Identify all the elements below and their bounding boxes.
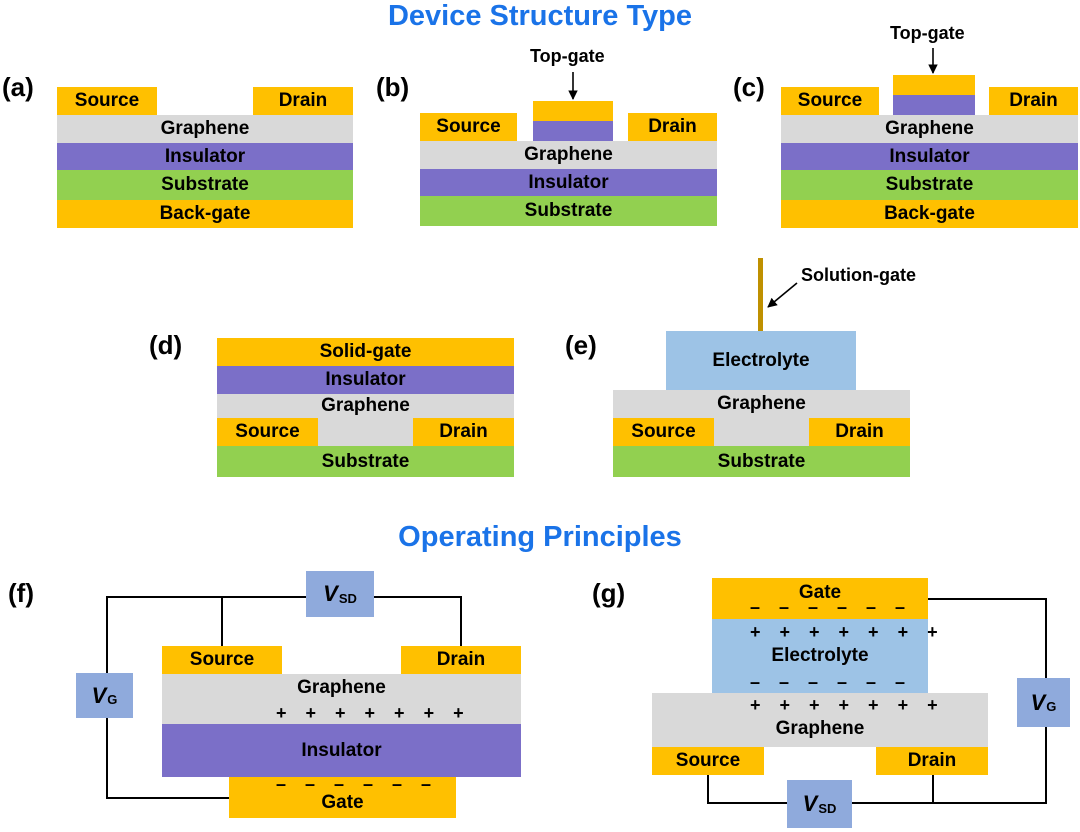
substrate-layer: Substrate [781, 170, 1078, 200]
wire [1045, 598, 1047, 678]
source-electrode: Source [217, 418, 318, 446]
substrate-layer: Substrate [420, 196, 717, 226]
wire [707, 802, 787, 804]
gate-electrode: Gate [712, 578, 928, 619]
graphene-layer: Graphene [781, 115, 1078, 143]
wire [374, 596, 462, 598]
source-electrode: Source [652, 747, 764, 775]
graphene-layer: Graphene [652, 693, 988, 747]
top-gate-dielectric [893, 95, 975, 115]
source-electrode: Source [613, 418, 714, 446]
graphene-channel-gap [714, 418, 809, 446]
solution-gate-arrow [767, 282, 798, 308]
substrate-layer: Substrate [613, 446, 910, 477]
positive-charges: + + + + + + + [276, 703, 471, 723]
insulator-layer: Insulator [162, 724, 521, 777]
drain-electrode: Drain [809, 418, 910, 446]
wire [106, 596, 306, 598]
back-gate-layer: Back-gate [57, 200, 353, 228]
electrolyte-layer: Electrolyte [712, 619, 928, 693]
panel-label-f: (f) [8, 578, 34, 608]
top-gate-annotation: Top-gate [890, 23, 965, 43]
wire [707, 775, 709, 804]
panel-label-a: (a) [2, 72, 34, 102]
electrolyte-layer: Electrolyte [666, 331, 856, 390]
graphene-channel-gap [318, 418, 413, 446]
panel-label-g: (g) [592, 578, 626, 608]
panel-label-b: (b) [376, 72, 410, 102]
insulator-layer: Insulator [217, 366, 514, 394]
drain-electrode: Drain [989, 87, 1078, 115]
graphene-layer: Graphene [162, 674, 521, 724]
solution-gate-annotation: Solution-gate [801, 265, 916, 285]
panel-label-d: (d) [149, 330, 183, 360]
drain-electrode: Drain [401, 646, 521, 674]
top-gate-electrode [533, 101, 613, 121]
gate-electrode: Gate [229, 777, 456, 818]
top-gate-electrode [893, 75, 975, 95]
back-gate-layer: Back-gate [781, 200, 1078, 228]
panel-label-c: (c) [733, 72, 765, 102]
source-electrode: Source [420, 113, 517, 141]
drain-electrode: Drain [413, 418, 514, 446]
graphene-layer: Graphene [217, 394, 514, 418]
negative-charges-electrolyte: – – – – – – [750, 672, 913, 692]
section-title-operating-principles: Operating Principles [398, 521, 682, 553]
positive-charges-graphene: + + + + + + + [750, 695, 945, 715]
wire [106, 596, 108, 673]
graphene-layer: Graphene [57, 115, 353, 143]
source-electrode: Source [162, 646, 282, 674]
top-gate-dielectric [533, 121, 613, 141]
drain-electrode: Drain [628, 113, 717, 141]
source-electrode: Source [781, 87, 879, 115]
wire [106, 797, 230, 799]
insulator-layer: Insulator [781, 143, 1078, 170]
negative-charges: – – – – – – [276, 774, 439, 794]
wire [852, 802, 934, 804]
wire [932, 802, 1047, 804]
wire [221, 596, 223, 646]
insulator-layer: Insulator [420, 169, 717, 196]
solution-gate-rod [758, 258, 763, 331]
panel-label-e: (e) [565, 330, 597, 360]
drain-electrode: Drain [876, 747, 988, 775]
wire [1045, 726, 1047, 804]
graphene-layer: Graphene [420, 141, 717, 169]
substrate-layer: Substrate [57, 170, 353, 200]
negative-charges-gate: – – – – – – [750, 597, 913, 617]
wire [927, 598, 1047, 600]
source-electrode: Source [57, 87, 157, 115]
graphene-layer: Graphene [613, 390, 910, 418]
substrate-layer: Substrate [217, 446, 514, 477]
wire [460, 596, 462, 646]
insulator-layer: Insulator [57, 143, 353, 170]
wire [106, 716, 108, 799]
section-title-device-structure: Device Structure Type [387, 0, 693, 32]
top-gate-annotation: Top-gate [530, 46, 605, 66]
positive-charges-electrolyte: + + + + + + + [750, 622, 945, 642]
drain-electrode: Drain [253, 87, 353, 115]
wire [932, 775, 934, 804]
solid-gate-layer: Solid-gate [217, 338, 514, 366]
